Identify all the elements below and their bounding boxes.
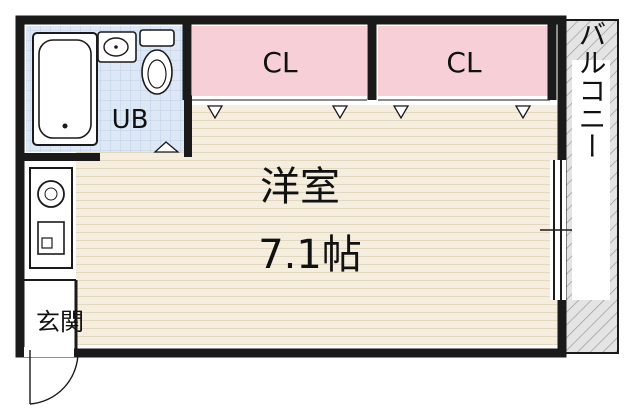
- balcony: [561, 19, 619, 354]
- balcony-window: [540, 160, 572, 300]
- main-room-name: 洋室: [260, 164, 340, 210]
- bathtub-icon: [32, 32, 98, 146]
- closet-door-markers: [206, 105, 532, 120]
- bathroom-label: UB: [112, 105, 149, 135]
- bathroom-door-marker: [153, 141, 180, 153]
- main-room-size: 7.1帖: [258, 232, 362, 278]
- closet-left-label: CL: [262, 46, 298, 79]
- stove-icon: [37, 180, 65, 208]
- closet-left-area: [192, 26, 367, 96]
- entrance-label: 玄関: [36, 308, 84, 336]
- entrance-floor: [28, 275, 76, 345]
- washbasin-icon: [97, 31, 137, 63]
- closet-right-label: CL: [446, 46, 482, 79]
- closet-right-area: [378, 26, 550, 96]
- balcony-label: バルコニー: [575, 20, 608, 160]
- kitchen-counter: [29, 167, 73, 269]
- entrance-door: [24, 347, 79, 405]
- toilet-icon: [139, 29, 175, 95]
